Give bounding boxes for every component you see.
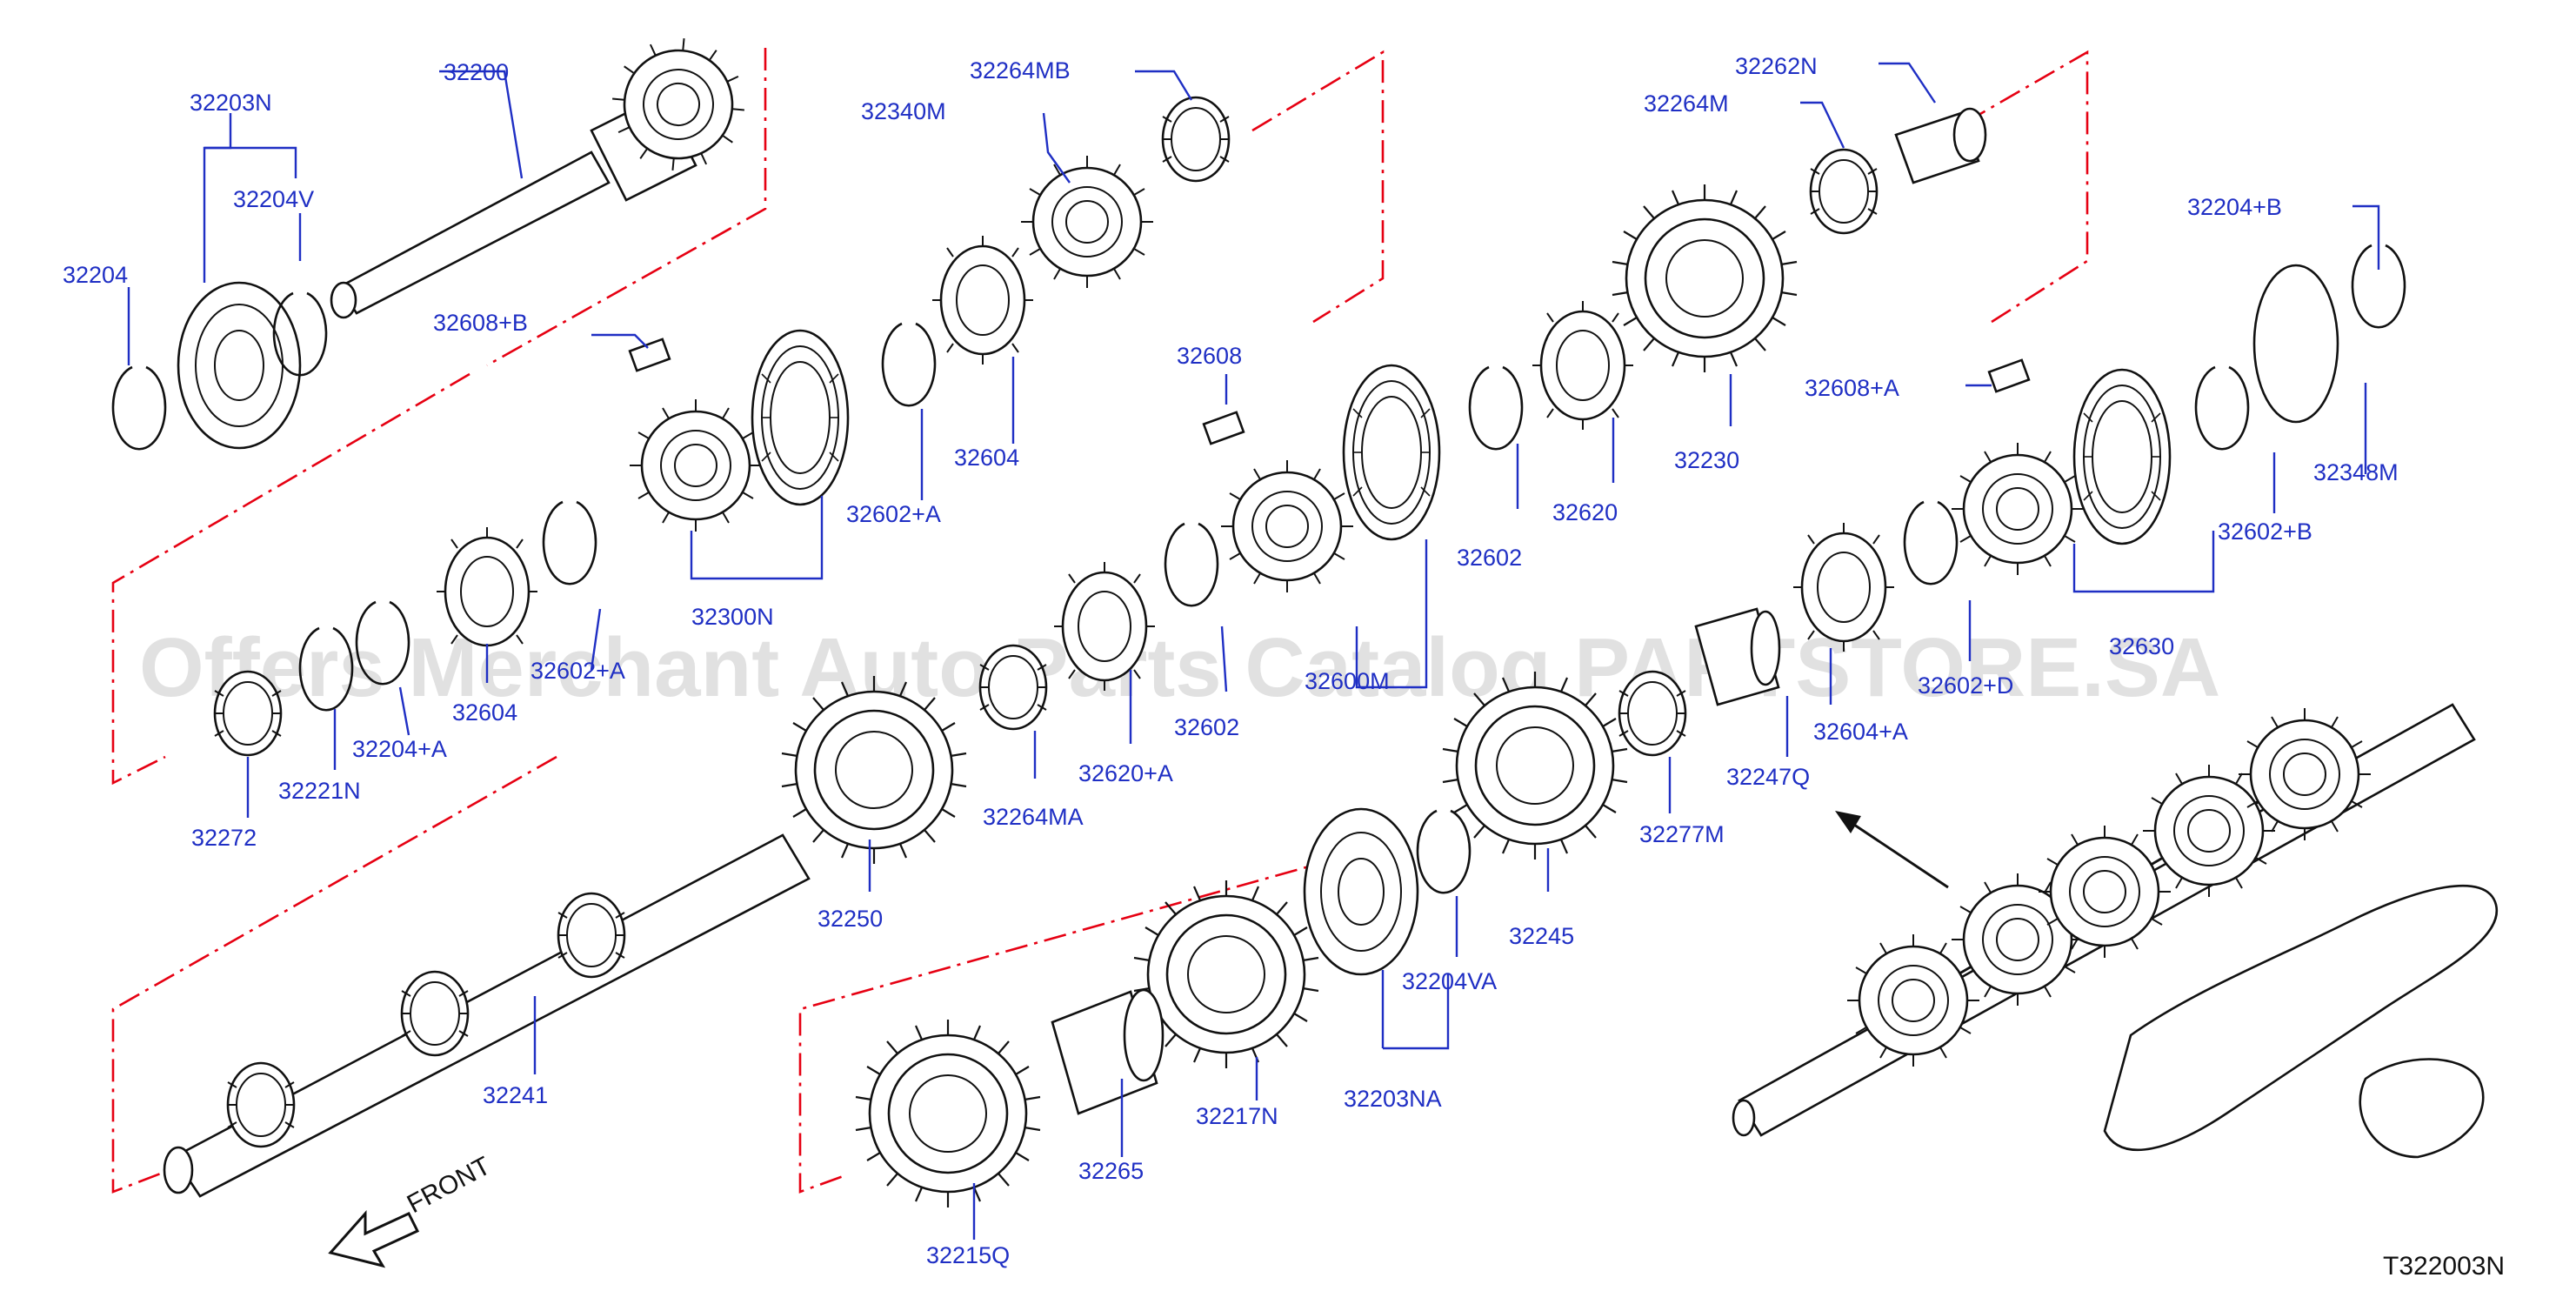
label-32300N: 32300N (691, 604, 774, 630)
bearing-32203NA (1303, 807, 1419, 976)
label-32604: 32604 (954, 445, 1019, 471)
label-32247Q: 32247Q (1726, 764, 1810, 790)
label-32604-2: 32604 (452, 699, 517, 726)
label-32602: 32602 (1174, 714, 1239, 740)
front-label: FRONT (403, 1152, 496, 1220)
hub-32300N (628, 398, 764, 533)
insert-32608B (628, 338, 671, 372)
bushing-32262N (1894, 107, 1987, 184)
label-32608A: 32608+A (1805, 375, 1899, 401)
label-32602A-2: 32602+A (531, 658, 625, 684)
leader-lines (127, 62, 2380, 1240)
label-32203NA: 32203NA (1344, 1086, 1442, 1112)
snap-ring-32348M (2252, 264, 2339, 424)
label-32215Q: 32215Q (926, 1242, 1010, 1268)
label-32620: 32620 (1552, 499, 1618, 525)
label-32604A: 32604+A (1813, 719, 1908, 745)
label-32204B: 32204+B (2187, 194, 2282, 220)
snap-ring-32204VA (1416, 809, 1472, 894)
bushing-32247Q (1694, 607, 1781, 706)
insert-32608 (1202, 411, 1245, 445)
label-32348M: 32348M (2313, 459, 2399, 485)
sleeve-32630 (2072, 368, 2172, 545)
direction-arrow (1835, 811, 1949, 889)
label-32602-2: 32602 (1457, 545, 1522, 571)
bearing-32264M (1809, 148, 1879, 235)
snap-ring-32602 (1164, 522, 1219, 607)
label-32602A: 32602+A (846, 501, 941, 527)
main-input-shaft (330, 15, 768, 319)
label-32204: 32204 (63, 262, 128, 288)
part-labels: 32200 32203N 32204V 32204 32608+B 32264M… (63, 53, 2399, 1268)
label-32264M: 32264M (1644, 90, 1729, 117)
label-32230: 32230 (1674, 447, 1739, 473)
gear-32230 (1611, 183, 1799, 374)
bearing-32203N (177, 281, 302, 450)
label-32241: 32241 (483, 1082, 548, 1108)
bearing-32272 (213, 670, 283, 757)
label-32204A: 32204+A (352, 736, 447, 762)
label-32265: 32265 (1078, 1158, 1144, 1184)
label-32608: 32608 (1177, 343, 1242, 369)
bearing-32264MB (1161, 96, 1231, 183)
phantom-outlines (111, 48, 2089, 1194)
label-32245: 32245 (1509, 923, 1574, 949)
label-32620A: 32620+A (1078, 760, 1173, 786)
hub-32630 (1950, 441, 2085, 577)
bushing-32265 (1051, 988, 1165, 1115)
snap-ring-32602A (881, 322, 937, 407)
label-32630: 32630 (2109, 633, 2174, 659)
reference-code: T322003N (2383, 1252, 2505, 1281)
snap-ring-32602B (2194, 365, 2250, 451)
sleeve-32600M (1342, 364, 1441, 541)
assembled-view (1732, 703, 2499, 1159)
label-32262N: 32262N (1735, 53, 1818, 79)
label-32221N: 32221N (278, 778, 361, 804)
snap-ring-32602-2 (1468, 365, 1524, 451)
bearing-32277M (1618, 670, 1687, 757)
insert-32608A (1987, 358, 2031, 393)
label-32602B: 32602+B (2218, 518, 2312, 545)
label-32272: 32272 (191, 825, 257, 851)
label-32602D: 32602+D (1918, 672, 2013, 699)
snap-ring-32602A-2 (542, 500, 597, 585)
snap-ring-32602D (1903, 500, 1959, 585)
label-32203N: 32203N (190, 90, 272, 116)
hub-32600M (1219, 458, 1355, 594)
label-32600M: 32600M (1305, 668, 1390, 694)
baulk-ring-32620 (1531, 299, 1635, 431)
watermark-text: Offers Merchant Auto Parts Catalog PARTS… (139, 621, 2220, 714)
main-shaft-32241 (163, 833, 811, 1198)
label-32217N: 32217N (1196, 1103, 1278, 1129)
bearing-32264MA (978, 644, 1048, 731)
snap-ring-32204 (111, 365, 167, 451)
baulk-ring-32604 (931, 234, 1035, 366)
label-32250: 32250 (818, 906, 883, 932)
gear-32340M (1019, 154, 1155, 290)
label-32277M: 32277M (1639, 821, 1725, 847)
label-32200: 32200 (444, 59, 509, 85)
label-32608B: 32608+B (433, 310, 528, 336)
gear-32215Q (854, 1018, 1042, 1209)
label-32204VA: 32204VA (1402, 968, 1497, 994)
label-32264MB: 32264MB (970, 57, 1071, 84)
label-32340M: 32340M (861, 98, 946, 124)
label-32264MA: 32264MA (983, 804, 1084, 830)
front-indicator: FRONT (328, 1152, 496, 1268)
sleeve-32300N (751, 329, 850, 506)
label-32204V: 32204V (233, 186, 314, 212)
